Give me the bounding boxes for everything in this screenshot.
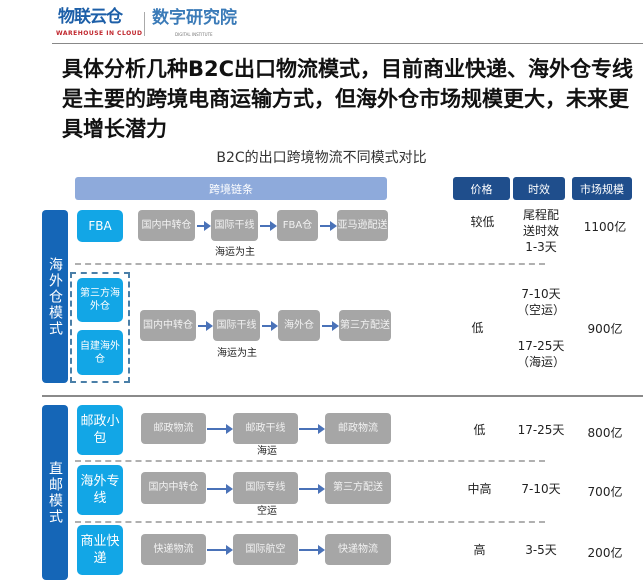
transport-note: 海运为主: [217, 348, 257, 359]
price: 低: [471, 321, 484, 335]
arrow-icon: [260, 221, 277, 231]
step: 快递物流: [141, 534, 206, 565]
step: 国际干线: [213, 310, 260, 341]
transport-note: 海运为主: [215, 247, 255, 258]
step: 亚马逊配送: [337, 210, 388, 241]
time: 3-5天: [525, 543, 557, 557]
price: 中高: [467, 482, 492, 496]
arrow-icon: [299, 545, 325, 555]
group-divider: [42, 395, 643, 397]
price: 低: [473, 423, 486, 437]
col-header-time: 时效: [513, 177, 565, 200]
step: 邮政干线: [233, 413, 298, 444]
time: 7-10天: [521, 482, 561, 496]
warehouse-modes-group: [70, 272, 130, 383]
col-header-chain: 跨境链条: [75, 177, 387, 200]
col-header-market: 市场规模: [572, 177, 632, 200]
mode-self-built-warehouse: 自建海外仓: [77, 330, 123, 375]
arrow-icon: [197, 221, 211, 231]
time: 17-25天: [517, 423, 565, 437]
time: （海运）: [516, 355, 565, 369]
diagram-subtitle: B2C的出口跨境物流不同模式对比: [216, 150, 427, 166]
step: FBA仓: [277, 210, 318, 241]
step: 国内中转仓: [141, 472, 206, 504]
step: 快递物流: [325, 534, 391, 565]
mode-overseas-line: 海外专线: [77, 465, 123, 515]
price: 高: [473, 543, 486, 557]
logo-divider: [144, 12, 145, 36]
step: 国内中转仓: [138, 210, 195, 241]
time: 17-25天: [517, 339, 565, 353]
step: 国内中转仓: [140, 310, 196, 341]
logo-wic-en: WAREHOUSE IN CLOUD: [56, 30, 143, 37]
arrow-icon: [262, 321, 278, 331]
time: 送时效: [522, 224, 559, 238]
step: 国际干线: [211, 210, 258, 241]
arrow-icon: [207, 545, 233, 555]
arrow-icon: [207, 484, 233, 494]
page-title: 具体分析几种B2C出口物流模式，目前商业快递、海外仓专线是主要的跨境电商运输方式…: [62, 57, 634, 141]
group-overseas-warehouse: 海外仓模式: [42, 210, 68, 383]
arrow-icon: [322, 321, 339, 331]
row-divider: [75, 521, 545, 523]
header-divider: [52, 43, 643, 44]
col-header-price: 价格: [453, 177, 510, 200]
step: 第三方配送: [339, 310, 391, 341]
step: 邮政物流: [325, 413, 391, 444]
mode-postal-parcel: 邮政小包: [77, 405, 123, 455]
transport-note: 空运: [257, 506, 277, 517]
logo-institute-en: DIGITAL INSTITUTE: [175, 32, 213, 37]
step: 第三方配送: [325, 472, 391, 504]
arrow-icon: [299, 424, 325, 434]
logo-institute: 数字研究院: [152, 8, 237, 28]
arrow-icon: [207, 424, 233, 434]
time: 7-10天: [521, 287, 561, 301]
row-divider: [75, 460, 545, 462]
time: 1-3天: [525, 240, 557, 254]
group-direct-mail: 直邮模式: [42, 405, 68, 580]
arrow-icon: [299, 484, 325, 494]
mode-fba: FBA: [77, 210, 123, 242]
price: 较低: [470, 215, 495, 229]
market-size: 1100亿: [583, 220, 627, 234]
transport-note: 海运: [257, 446, 277, 457]
market-size: 200亿: [587, 546, 623, 560]
step: 邮政物流: [141, 413, 206, 444]
arrow-icon: [320, 221, 337, 231]
step: 海外仓: [278, 310, 320, 341]
logo-wic: 物联云仓: [58, 7, 123, 27]
row-divider: [75, 263, 545, 265]
step: 国际专线: [233, 472, 298, 504]
market-size: 700亿: [587, 485, 623, 499]
mode-commercial-express: 商业快递: [77, 525, 123, 575]
market-size: 900亿: [587, 322, 623, 336]
time: （空运）: [516, 303, 565, 317]
market-size: 800亿: [587, 426, 623, 440]
step: 国际航空: [233, 534, 298, 565]
mode-third-party-warehouse: 第三方海外仓: [77, 278, 123, 322]
time: 尾程配: [522, 208, 559, 222]
arrow-icon: [198, 321, 213, 331]
